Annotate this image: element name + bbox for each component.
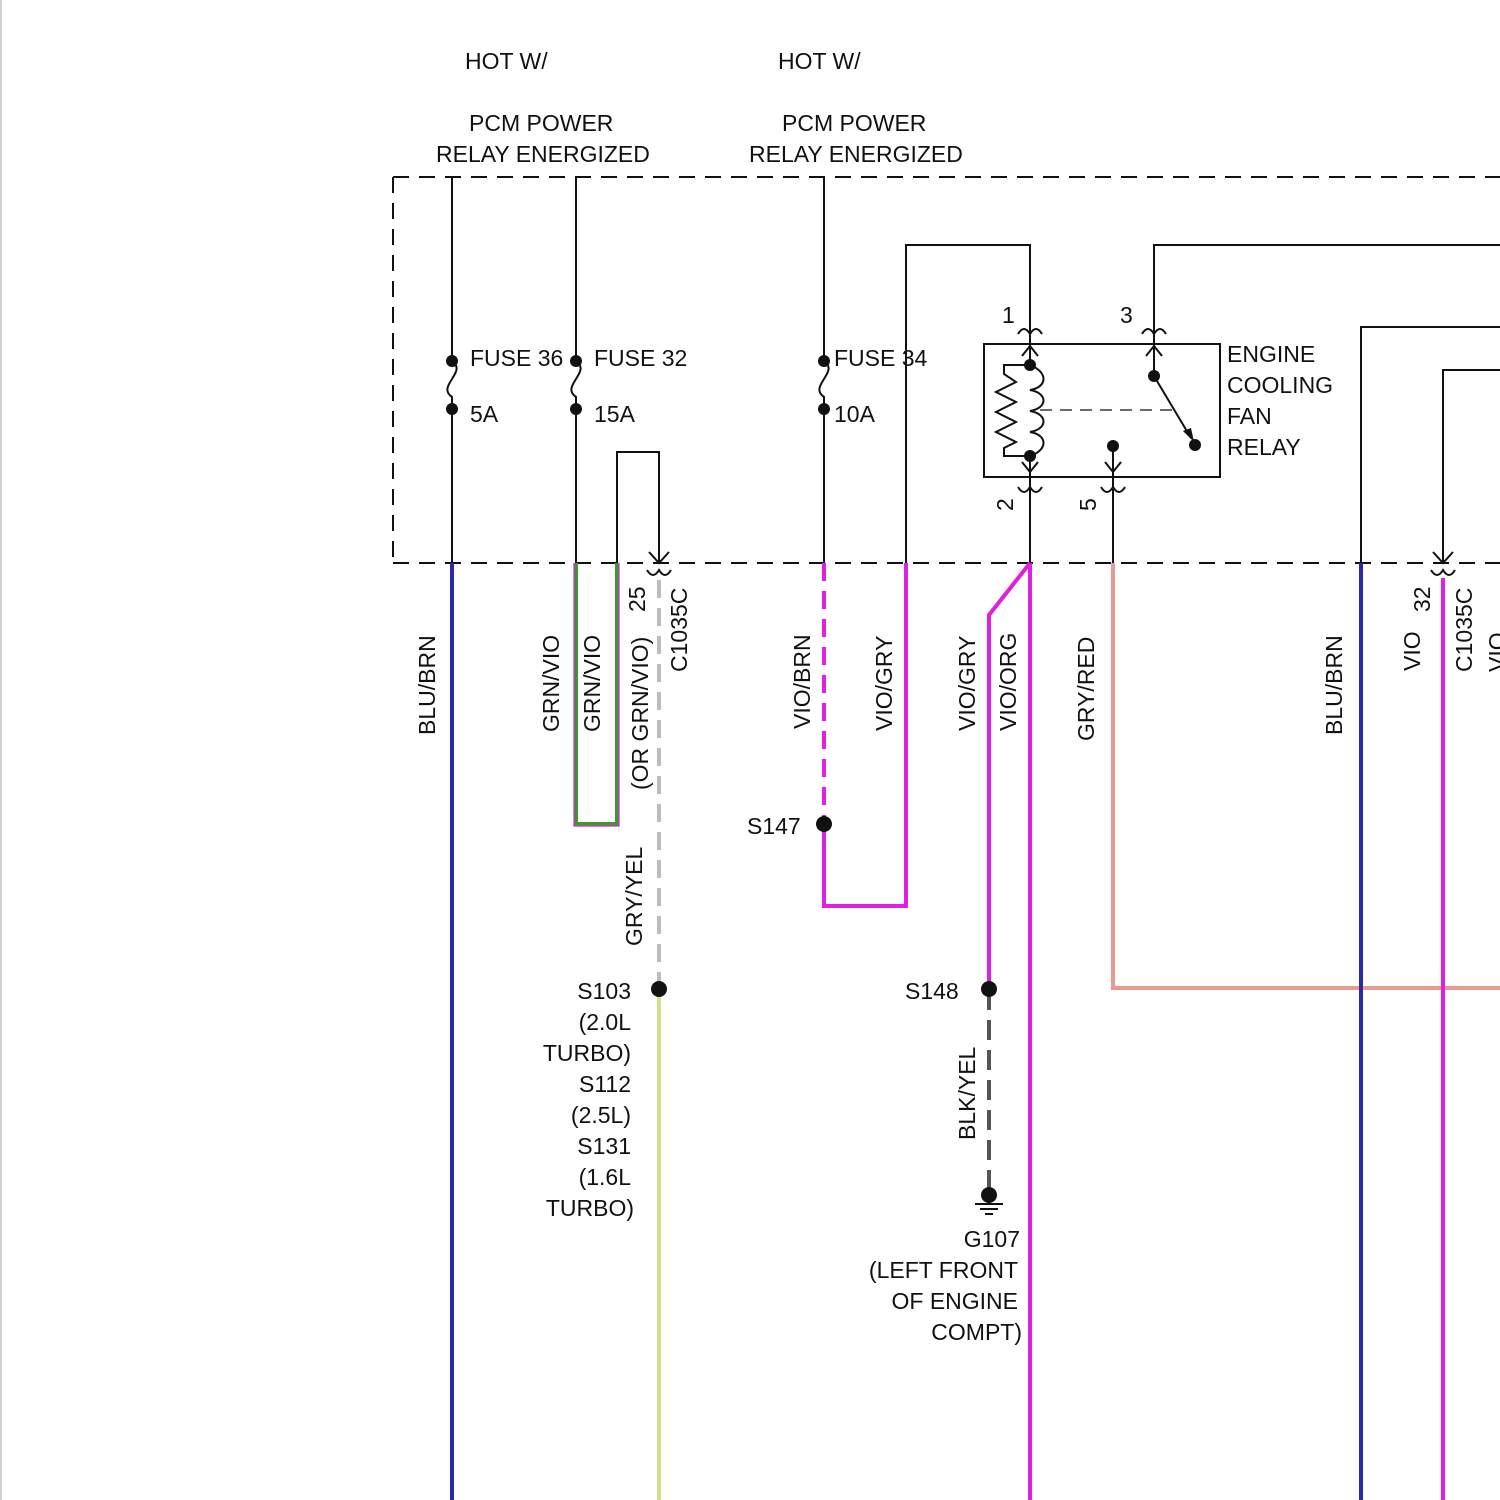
fuse-34-symbol (818, 355, 830, 415)
wire-vio-gry-2 (989, 563, 1030, 988)
wire-label-grn-vio-1: GRN/VIO (538, 635, 564, 732)
pcm-label-1b: RELAY ENERGIZED (436, 141, 650, 167)
connector-name-1: C1035C (666, 588, 692, 672)
splice-s103-line-4: S112 (579, 1071, 631, 1097)
wire-label-blk-yel: BLK/YEL (954, 1046, 980, 1140)
ground-icon (975, 1187, 1003, 1214)
wire-label-gry-yel: GRY/YEL (621, 847, 647, 946)
connector-pin-32: 32 (1409, 586, 1435, 612)
relay-label-2: COOLING (1227, 372, 1333, 398)
splice-s103-line-1: S103 (577, 978, 631, 1004)
pcm-label-1a: PCM POWER (469, 110, 613, 136)
relay-label-4: RELAY (1227, 434, 1301, 460)
ground-g107-labels: G107 (LEFT FRONT OF ENGINE COMPT) (869, 1226, 1022, 1345)
wire-label-or-grn-vio: (OR GRN/VIO) (627, 637, 653, 790)
splice-s148-dot (981, 981, 997, 997)
relay-pin-5: 5 (1075, 498, 1101, 511)
wire-label-blu-brn-right: BLU/BRN (1321, 635, 1347, 735)
wire-label-blu-brn-left: BLU/BRN (414, 635, 440, 735)
splice-s103-line-3: TURBO) (543, 1040, 631, 1066)
splice-s147-dot (816, 816, 832, 832)
fuse-36-symbol (446, 355, 458, 415)
fuse-32-symbol (570, 355, 582, 415)
wire-label-vio-gry-1: VIO/GRY (871, 636, 897, 731)
relay-pin-3: 3 (1120, 302, 1133, 328)
connector-name-2: C1035C (1451, 588, 1477, 672)
wire-label-vio-gry-2: VIO/GRY (954, 636, 980, 731)
connector-pin-25: 25 (624, 586, 650, 612)
pcm-label-2a: PCM POWER (782, 110, 926, 136)
ground-line-3: OF ENGINE (891, 1288, 1018, 1314)
wire-label-gry-red: GRY/RED (1073, 637, 1099, 741)
wire-vio-gry-loop (824, 563, 906, 906)
splice-s148-label: S148 (905, 978, 959, 1004)
relay-symbol (984, 329, 1220, 492)
ground-line-4: COMPT) (931, 1319, 1022, 1345)
fuse-34-name: FUSE 34 (834, 345, 928, 371)
hot-label-2: HOT W/ (778, 48, 861, 74)
ground-line-1: G107 (964, 1226, 1020, 1252)
splice-s147-label: S147 (747, 813, 801, 839)
fuse-36-rating: 5A (470, 401, 499, 427)
splice-s103-line-8: TURBO) (546, 1195, 634, 1221)
fuse-32-name: FUSE 32 (594, 345, 687, 371)
splice-s103-line-5: (2.5L) (571, 1102, 631, 1128)
relay-label-1: ENGINE (1227, 341, 1315, 367)
splice-s103-dot (651, 981, 667, 997)
wire-label-vio-right: VIO (1399, 631, 1425, 671)
ground-line-2: (LEFT FRONT (869, 1257, 1018, 1283)
splice-s103-line-7: (1.6L (579, 1164, 632, 1190)
relay-label-3: FAN (1227, 403, 1272, 429)
hot-label-1: HOT W/ (465, 48, 548, 74)
wire-label-vio-org: VIO/ORG (995, 633, 1021, 731)
splice-s103-labels: S103 (2.0L TURBO) S112 (2.5L) S131 (1.6L… (543, 978, 634, 1221)
cut-off-label: VIO (1484, 632, 1500, 672)
fuse-32-rating: 15A (594, 401, 636, 427)
wire-label-vio-brn: VIO/BRN (789, 634, 815, 729)
relay-pin-2: 2 (992, 498, 1018, 511)
wire-label-grn-vio-2: GRN/VIO (579, 635, 605, 732)
fuse-36-name: FUSE 36 (470, 345, 563, 371)
pcm-label-2b: RELAY ENERGIZED (749, 141, 963, 167)
splice-s103-line-2: (2.0L (579, 1009, 632, 1035)
relay-pin-1: 1 (1002, 302, 1015, 328)
fuse-34-rating: 10A (834, 401, 876, 427)
splice-s103-line-6: S131 (577, 1133, 631, 1159)
